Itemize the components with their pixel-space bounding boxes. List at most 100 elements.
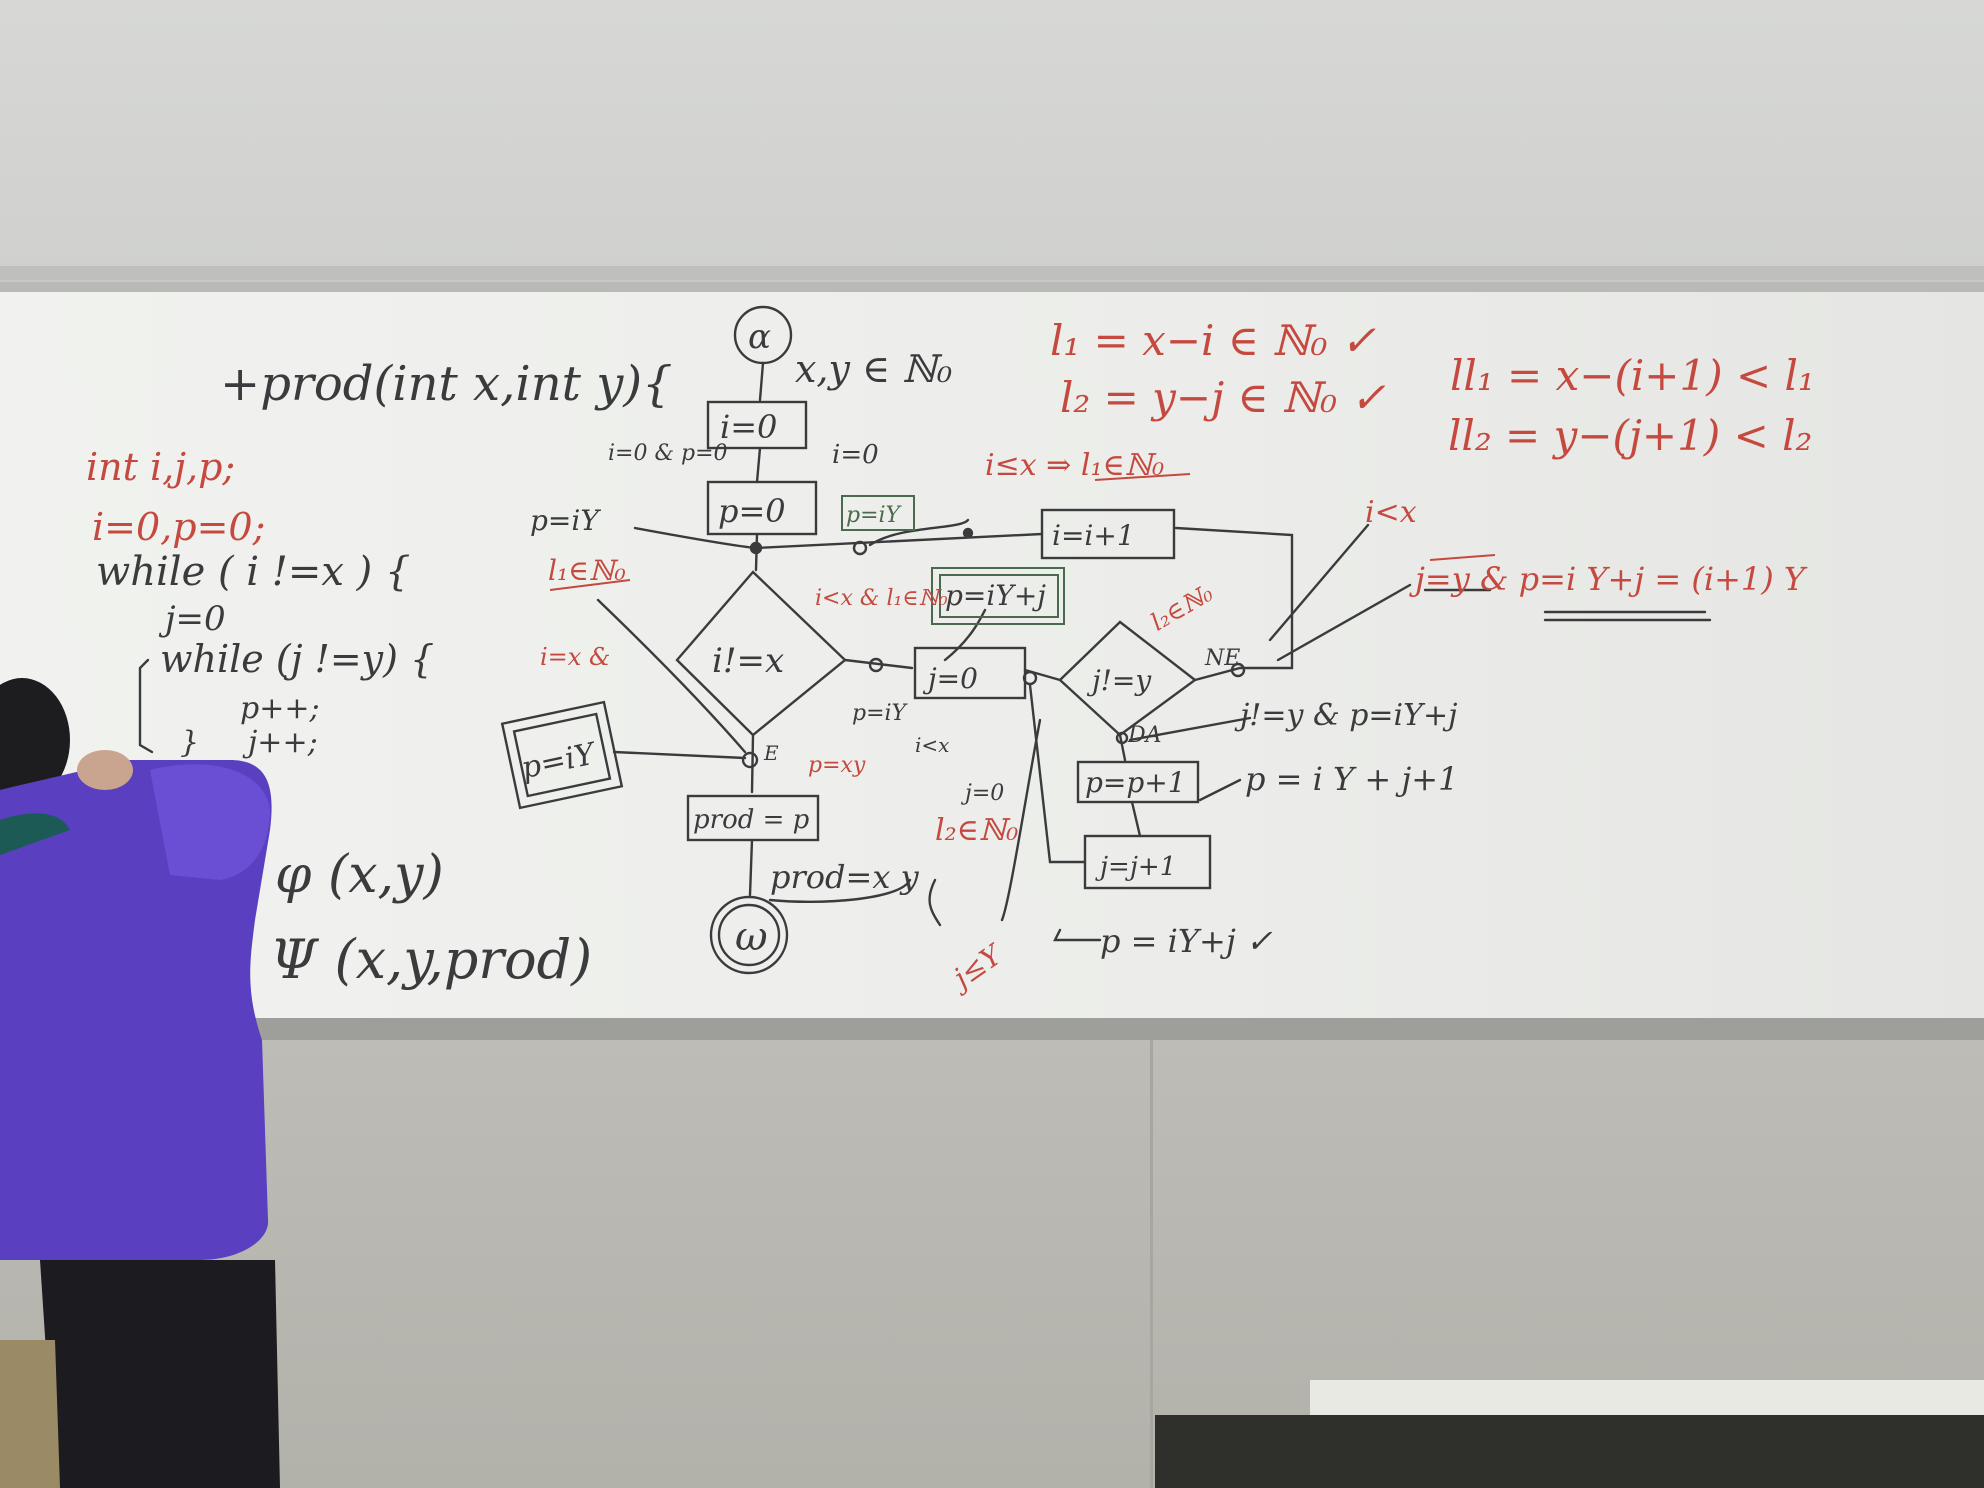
code-j-inc: j++;: [242, 725, 318, 760]
green-frame-p-iy: [841, 495, 915, 531]
code-close: }: [180, 725, 199, 760]
measure-ll2: ll₂ = y−(j+1) < l₂: [1448, 411, 1812, 460]
note-i0p0: i=0 & p=0: [608, 441, 728, 466]
note-prod-xy: prod=x y: [770, 858, 920, 896]
measure-l2: l₂ = y−j ∈ ℕ₀ ✓: [1060, 373, 1386, 422]
person: [0, 678, 280, 1488]
code-signature: +prod(int x,int y){: [220, 356, 673, 412]
note-j-ne-y: j!=y & p=iY+j: [1234, 698, 1457, 733]
end-node-inner: [717, 903, 781, 967]
note-i-lt-x: i<x: [1365, 495, 1417, 530]
box-j-inc-label: j=j+1: [1095, 852, 1176, 882]
box-i0-label: i=0: [720, 408, 777, 446]
junction-dot: [962, 527, 974, 539]
box-p0-label: p=0: [718, 492, 786, 530]
edge-note-l2: [928, 878, 942, 927]
red-underlines: [549, 473, 1496, 591]
measure-ll1: ll₁ = x−(i+1) < l₁: [1450, 351, 1815, 400]
note-jle-y: j≤Y: [942, 937, 1009, 998]
edge-i0-p0: [755, 446, 762, 484]
note-p-iy-small: p=iY: [846, 503, 903, 528]
start-label: α: [748, 317, 771, 357]
box-j0-label: j=0: [922, 662, 978, 695]
person-collar: [0, 813, 70, 855]
edge-jinc-loop: [1028, 683, 1087, 864]
marker-tray: [0, 1018, 1984, 1040]
box-i0: [706, 400, 808, 450]
edge-iinc-loop: [754, 532, 1044, 550]
person-bag: [0, 1340, 60, 1488]
junction-circle: [868, 657, 884, 673]
code-while-inner: while (j !=y) {: [160, 637, 434, 681]
red-underline: [549, 579, 631, 591]
note-p-xy: p=xy: [808, 753, 866, 778]
edge-note-bottom: [1053, 928, 1102, 942]
red-underline: [1429, 554, 1496, 561]
red-underline: [1094, 473, 1191, 481]
note-l1-left: l₁∈ℕ₀: [548, 554, 626, 587]
note-p-iy-left: p=iY: [530, 504, 601, 537]
note-l2-red: l₂∈ℕ₀: [935, 813, 1018, 848]
person-head: [0, 678, 70, 802]
cond-inner-label: j!=y: [1086, 664, 1152, 697]
junction-circle: [1022, 670, 1038, 686]
green-frames: [841, 495, 1065, 625]
board-rail: [0, 266, 1984, 280]
edge-note-jy: [1276, 583, 1412, 662]
wall-panel-seam: [1150, 1040, 1153, 1488]
measure-l1: l₁ = x−i ∈ ℕ₀ ✓: [1050, 316, 1376, 365]
note-i-eq-x: i=x &: [540, 643, 610, 671]
edge-diamond-j0: [843, 658, 914, 670]
box-p-iy-label: p=iY: [518, 736, 601, 786]
cond-outer-label: i!=x: [712, 641, 784, 681]
edge-note-jne: [1128, 716, 1252, 742]
edge-note-piy: [633, 526, 757, 550]
flowchart-lines: [138, 305, 1712, 975]
label-da: DA: [1127, 723, 1162, 748]
box-p0: [706, 480, 818, 536]
edge-pinc-jinc: [1130, 800, 1142, 838]
box-p-iyj-label: p=iY+j: [945, 579, 1046, 612]
note-i-le-x: i≤x ⇒ l₁∈ℕ₀: [985, 448, 1164, 483]
junction-circle: [1115, 731, 1129, 745]
box-p-iy: [500, 700, 624, 810]
label-ne: NE: [1204, 646, 1240, 671]
note-p-iy-j1: p = i Y + j+1: [1245, 760, 1458, 798]
box-i-inc-label: i=i+1: [1052, 519, 1135, 552]
edge-note-red: [943, 608, 987, 662]
green-frame-p-iyj: [931, 567, 1065, 625]
box-p-inc-label: p=p+1: [1085, 766, 1186, 799]
code-decl: int i,j,p;: [86, 445, 235, 489]
edge-piy-side: [612, 750, 747, 760]
end-node: [709, 895, 789, 975]
edge-note-prodxy: [768, 878, 912, 904]
note-p-iy-j: p = iY+j ✓: [1100, 922, 1273, 960]
edge-ne-iinc: [1174, 526, 1294, 682]
note-j0: j=0: [960, 781, 1004, 806]
note-p-iy-bottom: p=iY: [852, 701, 909, 726]
edge-note-pj1: [1198, 778, 1242, 802]
edge-prod-end: [748, 838, 754, 897]
bench-papers: [1310, 1380, 1984, 1416]
box-p-inc: [1076, 760, 1200, 804]
bracket: [138, 658, 154, 754]
person-pants: [40, 1260, 280, 1488]
box-prod-label: prod = p: [693, 805, 810, 835]
note-i0: i=0: [832, 440, 879, 470]
green-frame-p-iyj-inner: [939, 574, 1059, 618]
edge-note-iinc: [868, 518, 970, 547]
code-phi: φ (x,y): [275, 845, 444, 905]
box-p-iy-inner: [512, 712, 612, 798]
note-i-lt-x-and: i<x & l₁∈ℕ₀: [815, 586, 948, 611]
whiteboard: [0, 282, 1984, 1046]
code-p-inc: p++;: [240, 691, 320, 726]
edge-start-i0: [758, 361, 765, 402]
edge-note-i-lt-x: [1268, 523, 1370, 642]
bench: [1155, 1415, 1984, 1488]
end-label: ω: [735, 914, 768, 960]
edge-outer-prod: [750, 733, 755, 794]
edge-inner-pinc: [1118, 733, 1127, 762]
edge-note-ix: [596, 598, 747, 754]
